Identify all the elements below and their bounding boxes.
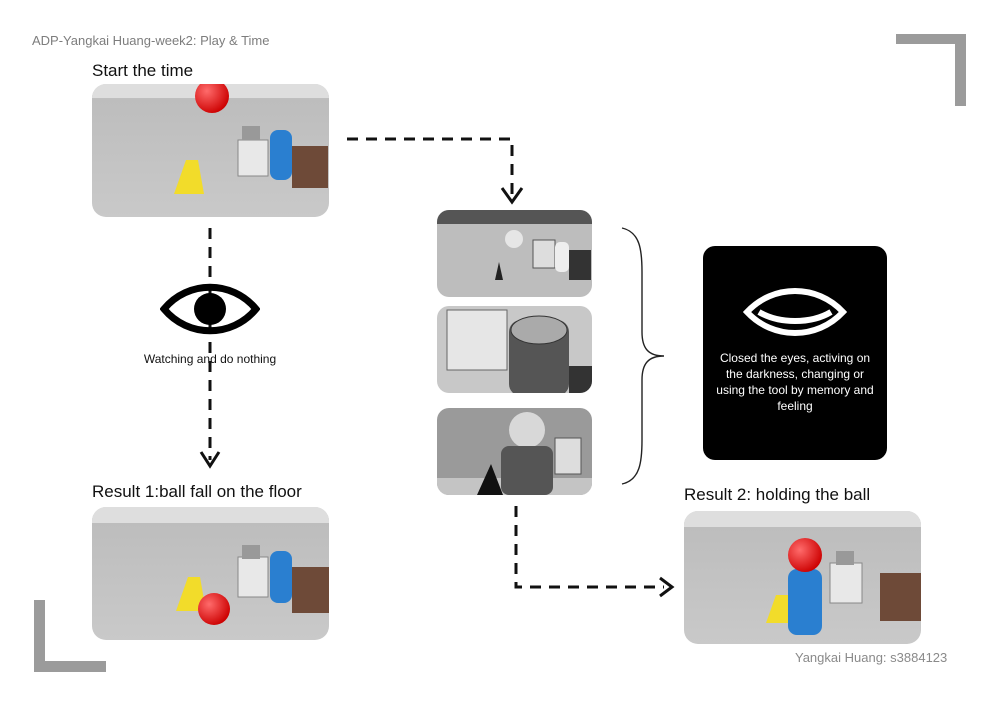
result1-scene-image bbox=[92, 507, 329, 640]
arrow-start-to-sequence bbox=[347, 137, 514, 196]
result2-label: Result 2: holding the ball bbox=[684, 485, 871, 504]
corner-top-right-v bbox=[955, 34, 966, 106]
arrow-sequence-to-result2 bbox=[514, 506, 664, 589]
corner-bottom-left-h bbox=[34, 661, 106, 672]
result2-scene-image bbox=[684, 511, 921, 644]
author-credit: Yangkai Huang: s3884123 bbox=[795, 650, 948, 665]
closed-eye-icon bbox=[743, 288, 847, 336]
result1-label: Result 1:ball fall on the floor bbox=[92, 482, 302, 501]
open-eye-icon bbox=[160, 283, 260, 335]
watch-caption: Watching and do nothing bbox=[143, 352, 277, 366]
start-scene-image bbox=[92, 84, 329, 217]
dark-scene-3 bbox=[437, 408, 592, 495]
corner-top-right bbox=[896, 34, 966, 44]
closed-eyes-caption: Closed the eyes, activing on the darknes… bbox=[716, 351, 874, 413]
corner-bottom-left bbox=[34, 600, 45, 672]
bracket bbox=[621, 227, 665, 485]
dark-scene-2 bbox=[437, 306, 592, 393]
page-title: ADP-Yangkai Huang-week2: Play & Time bbox=[32, 33, 270, 48]
closed-eyes-card: Closed the eyes, activing on the darknes… bbox=[703, 246, 887, 460]
start-label: Start the time bbox=[92, 61, 194, 80]
dark-scene-1 bbox=[437, 210, 592, 297]
